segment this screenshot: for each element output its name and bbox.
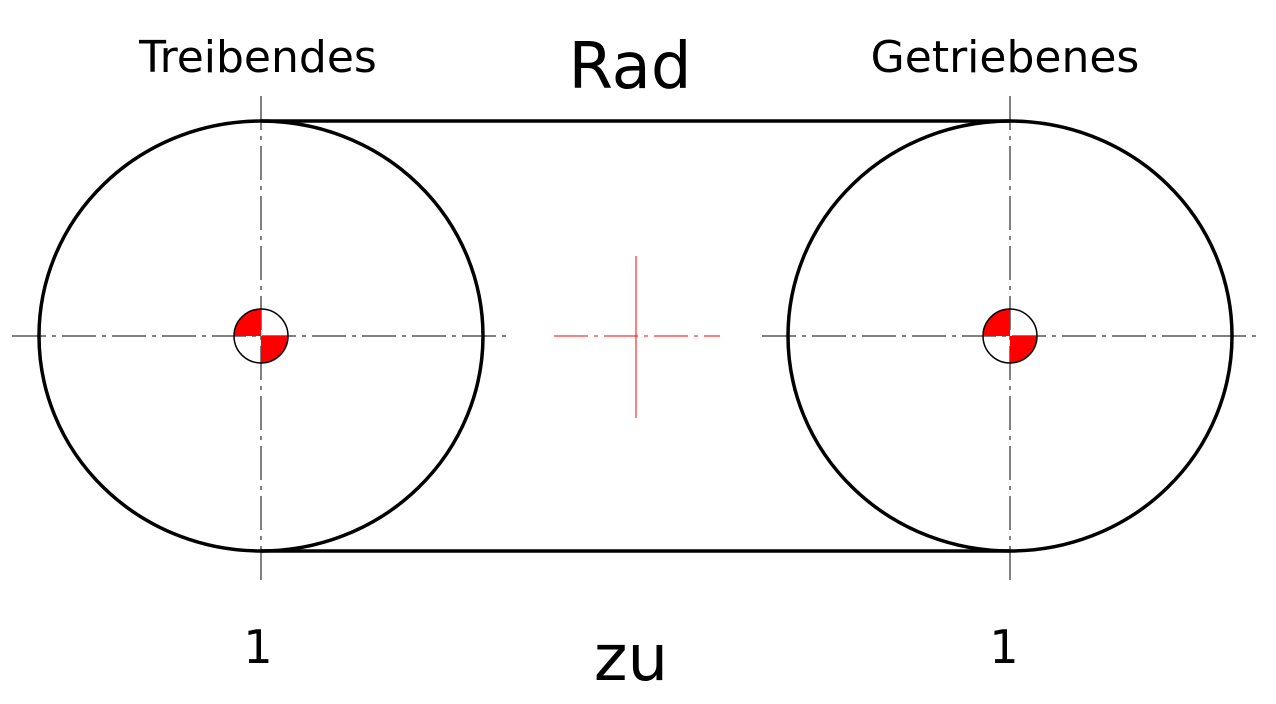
ratio-right-value: 1 [989, 620, 1018, 674]
driving-wheel [37, 119, 485, 553]
title-label: Rad [569, 30, 692, 104]
driving-wheel-label: Treibendes [138, 32, 377, 83]
driven-wheel-label: Getriebenes [871, 32, 1140, 83]
driven-wheel-center-marker [982, 308, 1038, 364]
driving-wheel-center-marker [233, 308, 289, 364]
ratio-left-value: 1 [243, 620, 272, 674]
ratio-word: zu [594, 622, 668, 696]
driven-wheel [786, 119, 1234, 553]
